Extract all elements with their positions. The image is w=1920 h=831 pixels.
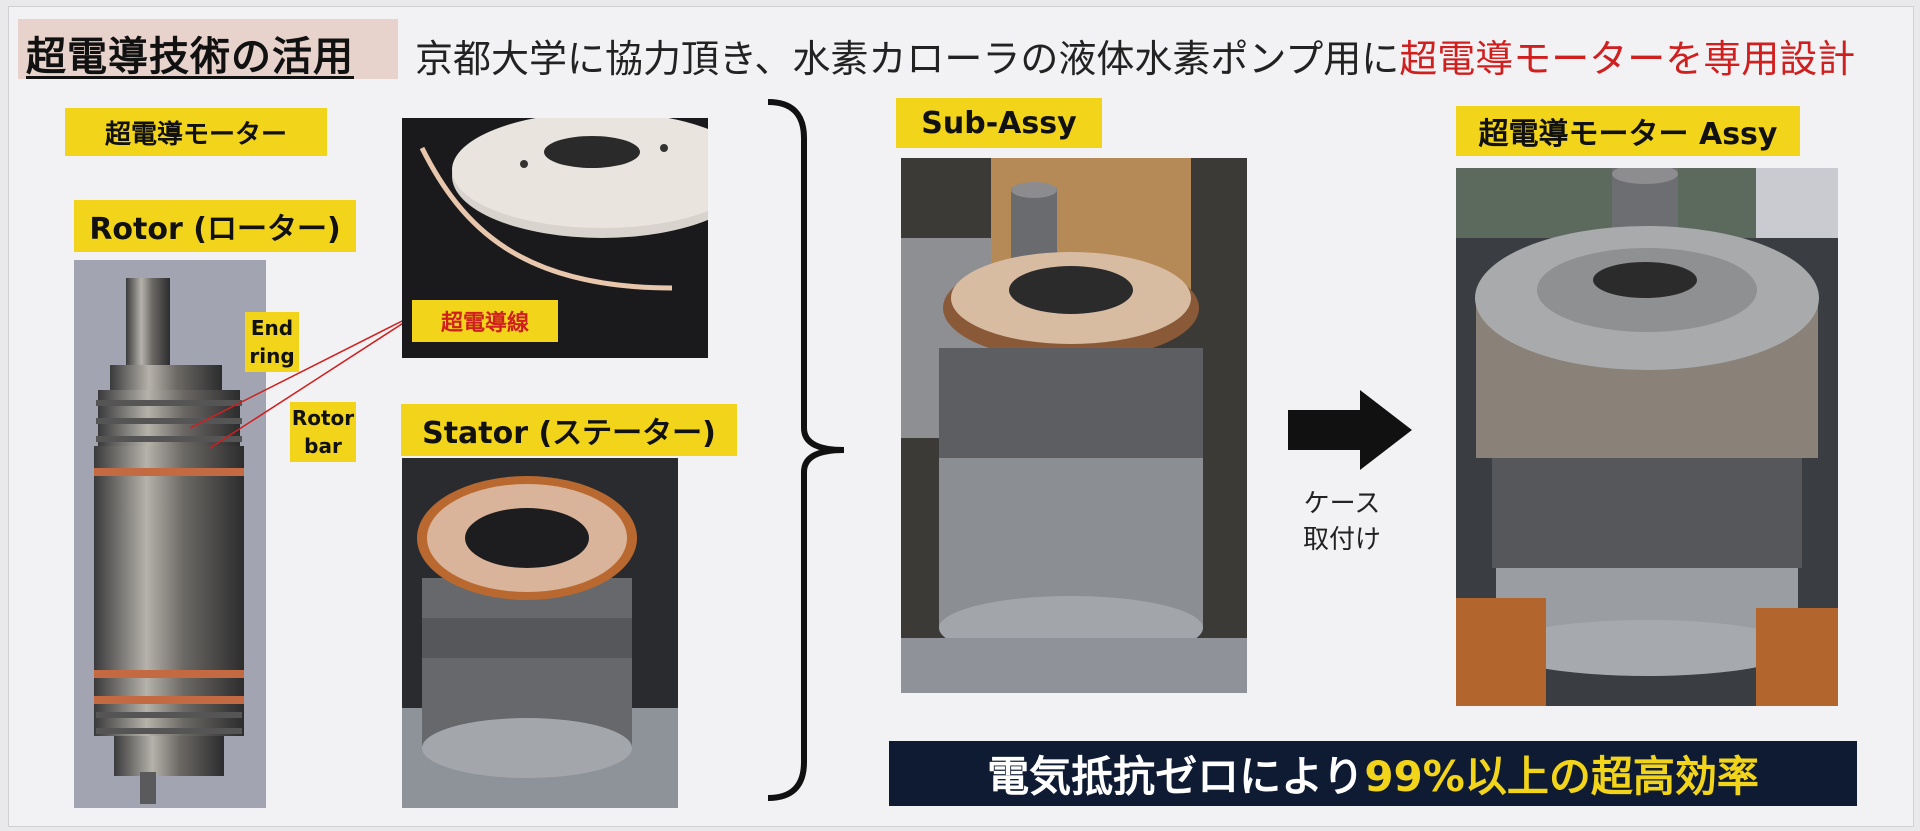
stator-label: Stator (ステーター) bbox=[401, 404, 737, 456]
motor-assy-label: 超電導モーター Assy bbox=[1456, 106, 1800, 156]
headline-text: 京都大学に協力頂き、水素カローラの液体水素ポンプ用に bbox=[415, 37, 1400, 81]
headline-highlight: 超電導モーターを専用設計 bbox=[1399, 37, 1856, 81]
right-arrow-icon bbox=[1288, 390, 1412, 470]
motor-assy-photo bbox=[1456, 168, 1838, 706]
end-ring-label: End ring bbox=[245, 312, 299, 372]
rotor-label: Rotor (ローター) bbox=[74, 200, 356, 252]
rotor-photo bbox=[74, 260, 266, 808]
stator-photo bbox=[402, 458, 678, 808]
end-ring-line2: ring bbox=[249, 344, 295, 368]
wire-label: 超電導線 bbox=[412, 300, 558, 342]
rotor-bar-line2: bar bbox=[304, 434, 342, 458]
banner-highlight: 99%以上の超高効率 bbox=[1364, 752, 1759, 801]
motor-label: 超電導モーター bbox=[65, 108, 327, 156]
case-mounting-text: ケース 取付け bbox=[1302, 486, 1382, 558]
right-brace bbox=[767, 99, 845, 801]
slide-headline: 京都大学に協力頂き、水素カローラの液体水素ポンプ用に超電導モーターを専用設計 bbox=[415, 28, 1855, 83]
slide-title: 超電導技術の活用 bbox=[26, 34, 354, 80]
sub-assy-label: Sub-Assy bbox=[896, 98, 1102, 148]
case-text-line1: ケース bbox=[1303, 489, 1381, 519]
case-text-line2: 取付け bbox=[1302, 525, 1381, 555]
banner-text: 電気抵抗ゼロにより bbox=[987, 752, 1365, 801]
title-background bbox=[18, 19, 398, 79]
sub-assy-photo bbox=[901, 158, 1247, 693]
rotor-bar-line1: Rotor bbox=[291, 406, 355, 430]
end-ring-line1: End bbox=[250, 316, 294, 340]
rotor-bar-label: Rotor bar bbox=[290, 402, 356, 462]
